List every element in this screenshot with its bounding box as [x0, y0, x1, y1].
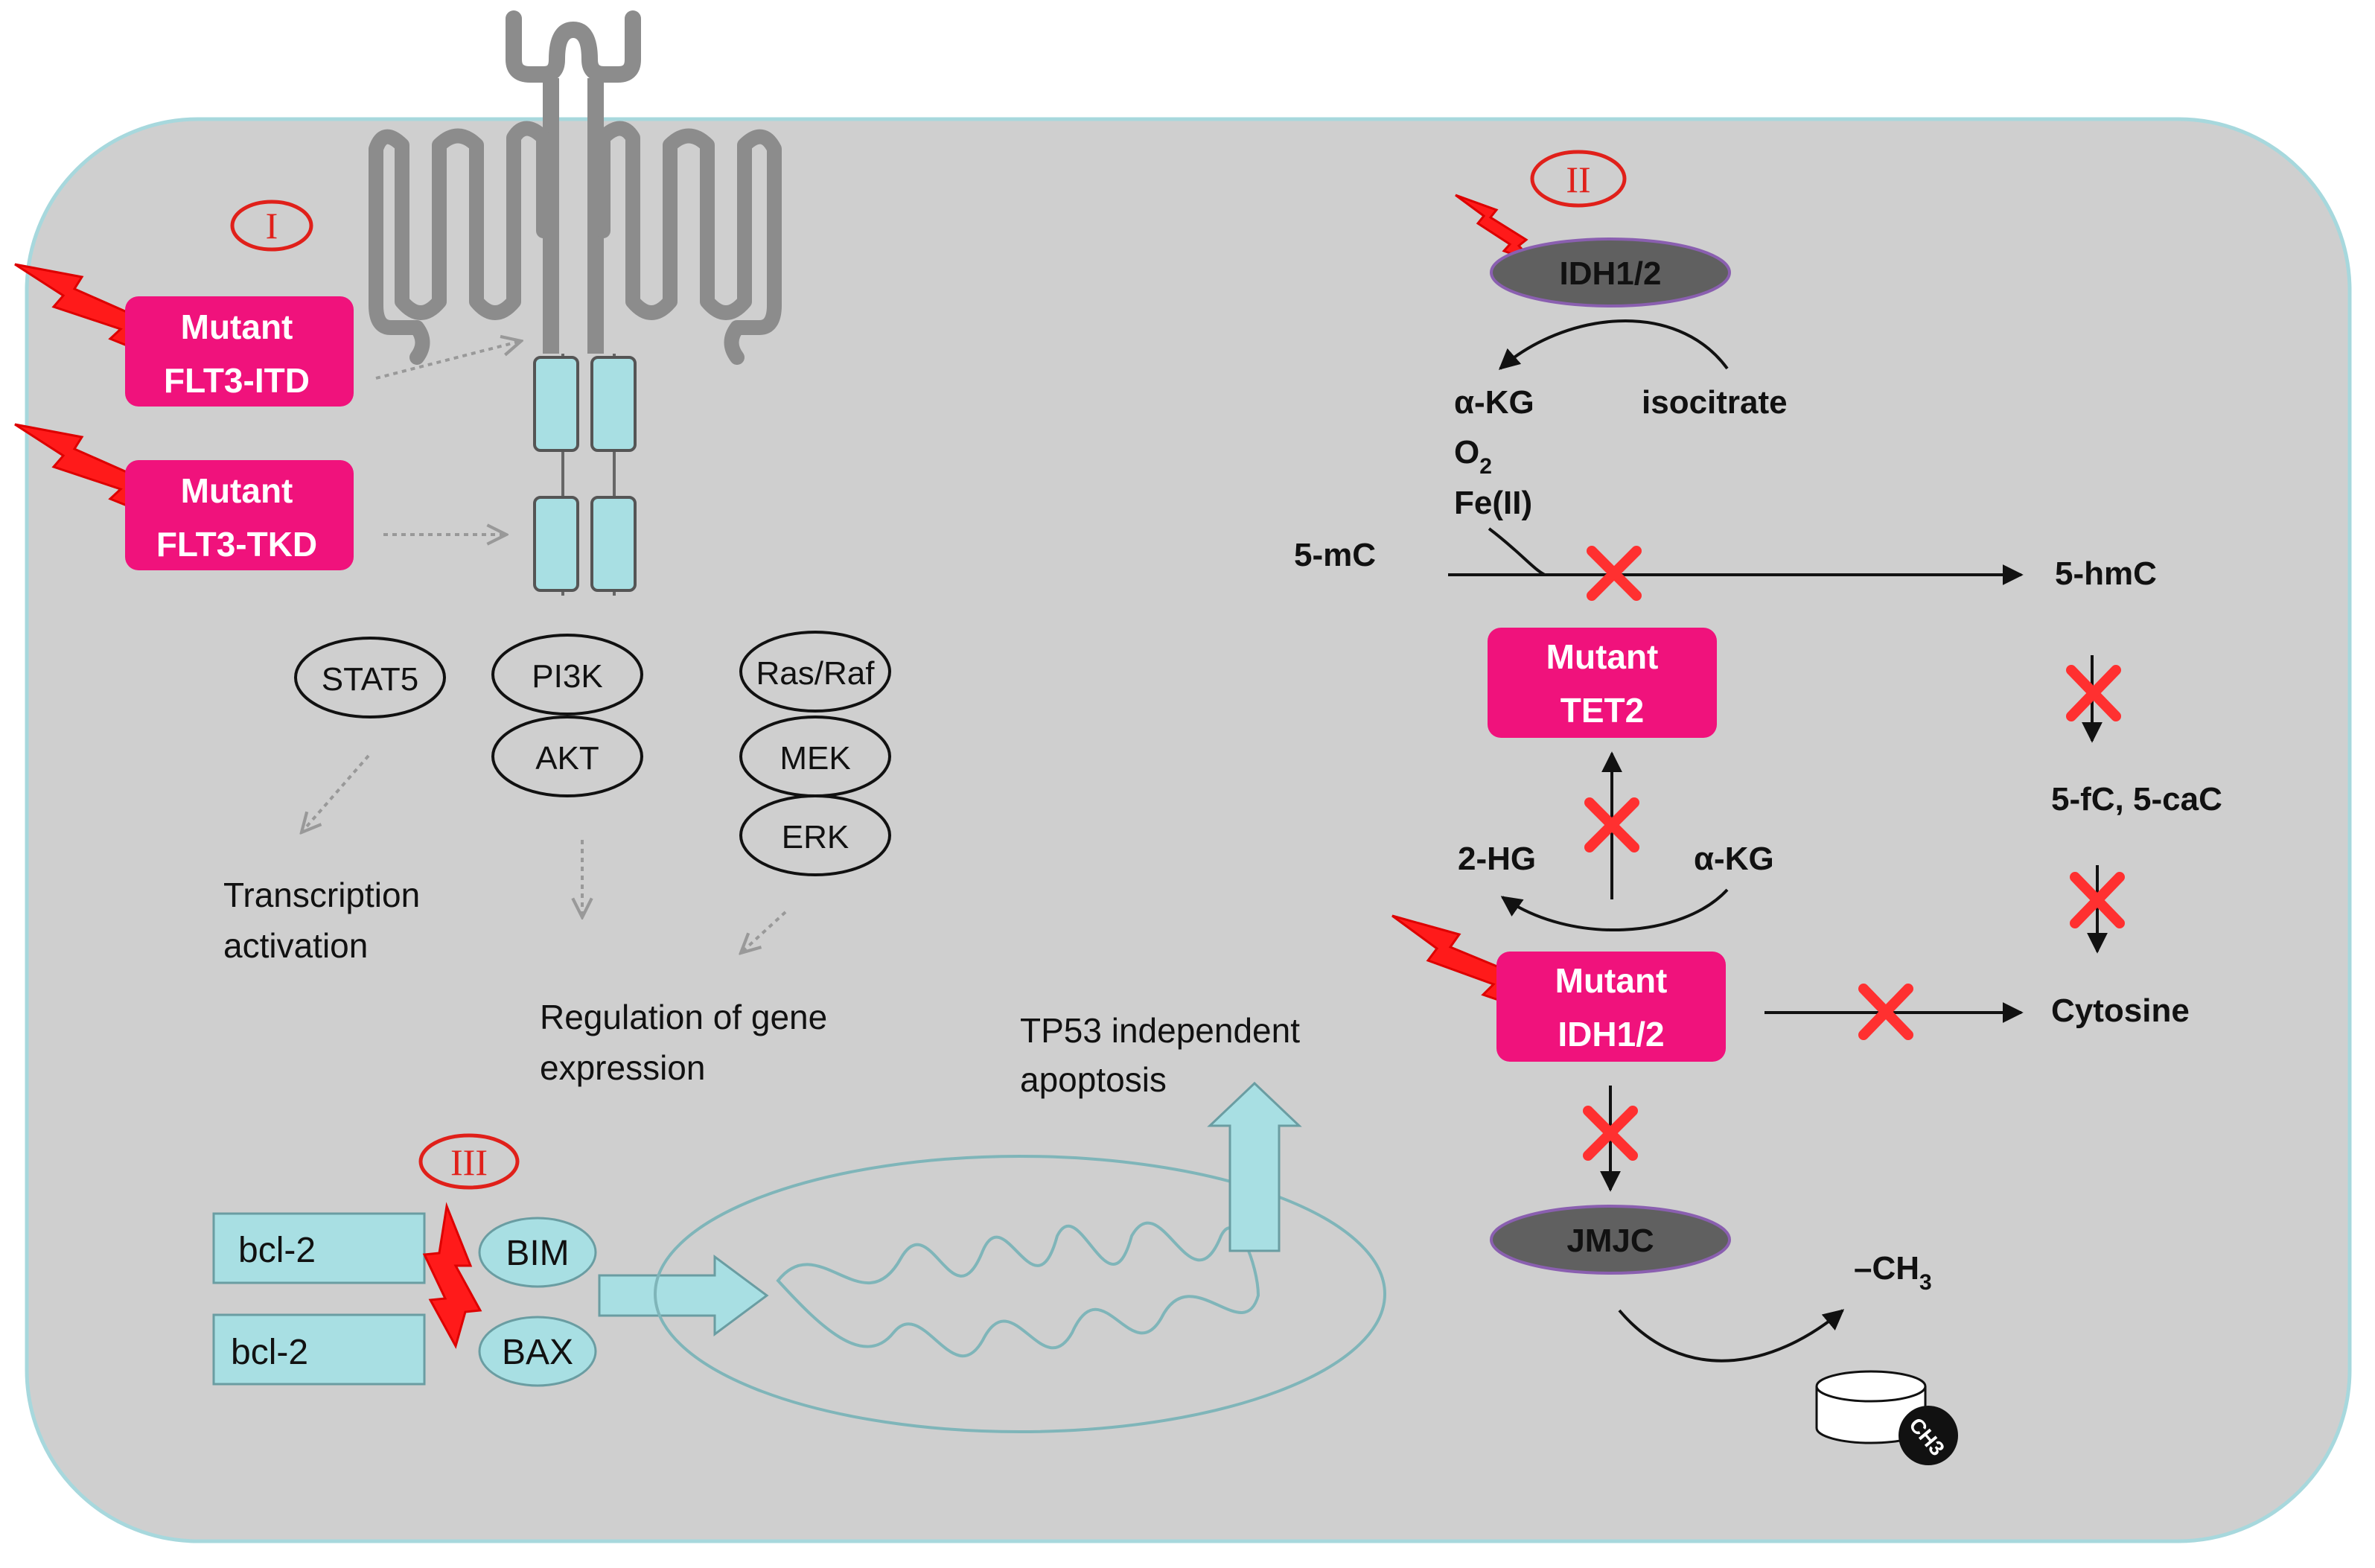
dotted-arrow	[741, 911, 787, 953]
cofactor-curve	[1488, 527, 1546, 576]
rasraf-node	[739, 631, 891, 713]
bcl2-box-a	[212, 1212, 426, 1284]
erk-label: ERK	[782, 819, 849, 855]
demethylation-arc	[1618, 1309, 1845, 1363]
transcription-activation-line2: activation	[223, 926, 368, 965]
ch3-label: –CH3	[1854, 1250, 1932, 1295]
flt3-receptor	[369, 10, 782, 596]
receptor-ligand	[506, 10, 641, 83]
2hg-label: 2-HG	[1458, 841, 1536, 877]
bcl2-label-b: bcl-2	[231, 1333, 308, 1372]
mutant-idh-box	[1496, 952, 1726, 1062]
mutant-tet2-line2: TET2	[1561, 691, 1644, 730]
mutant-flt3-itd-line2: FLT3-ITD	[164, 361, 310, 400]
akg-mid: α-KG	[1694, 841, 1774, 877]
2hg-reaction-arc	[1500, 888, 1729, 932]
tp53-apoptosis-line2: apoptosis	[1020, 1060, 1167, 1099]
kinase-domain	[590, 496, 637, 592]
bax-node	[478, 1316, 597, 1387]
pi3k-label: PI3K	[532, 658, 602, 695]
bim-label: BIM	[506, 1234, 569, 1273]
mutant-idh-line1: Mutant	[1555, 961, 1668, 1000]
mutant-tet2-box	[1488, 628, 1717, 738]
block-arrow-right	[598, 1255, 769, 1336]
transcription-activation-line1: Transcription	[223, 876, 420, 914]
mutant-idh-line2: IDH1/2	[1558, 1015, 1664, 1054]
stat5-label: STAT5	[322, 661, 418, 698]
akg-top: α-KG	[1454, 384, 1534, 421]
mutant-flt3-itd-line1: Mutant	[181, 307, 293, 346]
roman-ii-badge	[1530, 150, 1627, 208]
fe-label: Fe(II)	[1454, 485, 1532, 521]
bax-label: BAX	[502, 1333, 573, 1372]
membrane-loops-right	[596, 121, 782, 365]
o2-label: O2	[1454, 434, 1492, 479]
5mc-label: 5-mC	[1294, 537, 1376, 573]
ch3-badge	[1899, 1406, 1958, 1465]
roman-i-badge	[230, 200, 313, 252]
dotted-arrow	[375, 341, 521, 380]
cell-body	[25, 117, 2352, 1543]
kinase-domain	[533, 356, 579, 452]
jmjc-enzyme	[1490, 1205, 1731, 1275]
bcl2-box-b	[212, 1313, 426, 1386]
mek-label: MEK	[780, 740, 850, 777]
roman-iii-badge	[418, 1133, 520, 1190]
rasraf-label: Ras/Raf	[756, 655, 876, 692]
membrane-loops-left	[369, 121, 551, 365]
roman-i: I	[266, 205, 278, 246]
cross-icon	[1858, 984, 1913, 1040]
block-arrow-up	[1207, 1081, 1302, 1252]
kinase-domain	[533, 496, 579, 592]
cross-icon	[2070, 872, 2125, 928]
mutant-tet2-line1: Mutant	[1546, 637, 1659, 676]
stat5-node	[294, 637, 446, 718]
pi3k-node	[491, 634, 643, 716]
mutant-flt3-tkd-box	[125, 460, 354, 570]
bcl2-label-a: bcl-2	[238, 1231, 316, 1270]
bim-node	[478, 1217, 597, 1288]
isocitrate-label: isocitrate	[1642, 384, 1788, 421]
gene-regulation-line1: Regulation of gene	[540, 998, 827, 1036]
dotted-arrow	[302, 754, 370, 832]
gene-regulation-line2: expression	[540, 1048, 705, 1087]
akt-node	[491, 716, 643, 797]
mutant-flt3-tkd-line1: Mutant	[181, 471, 293, 510]
idh-reaction-arc	[1498, 319, 1729, 370]
roman-iii: III	[450, 1141, 488, 1183]
cytosine-label: Cytosine	[2051, 992, 2190, 1029]
idh-enzyme-top	[1490, 238, 1731, 307]
mutant-flt3-itd-box	[125, 296, 354, 407]
idh-top-label: IDH1/2	[1560, 255, 1662, 292]
roman-ii: II	[1566, 159, 1590, 200]
akt-label: AKT	[535, 740, 599, 777]
tp53-apoptosis-line1: TP53 independent	[1020, 1011, 1300, 1050]
mutant-flt3-tkd-line2: FLT3-TKD	[156, 525, 317, 564]
cross-icon	[1583, 1106, 1638, 1161]
cross-icon	[1584, 797, 1639, 852]
cross-icon	[2066, 665, 2121, 721]
fc-cac-label: 5-fC, 5-caC	[2051, 781, 2222, 818]
lightning-icon	[422, 1202, 482, 1349]
erk-node	[739, 794, 891, 876]
cross-icon	[1587, 546, 1642, 601]
ch3-cylinder-icon: CH3	[1815, 1370, 1958, 1465]
5hmc-label: 5-hmC	[2055, 555, 2157, 592]
jmjc-label: JMJC	[1566, 1223, 1654, 1259]
kinase-domain	[590, 356, 637, 452]
